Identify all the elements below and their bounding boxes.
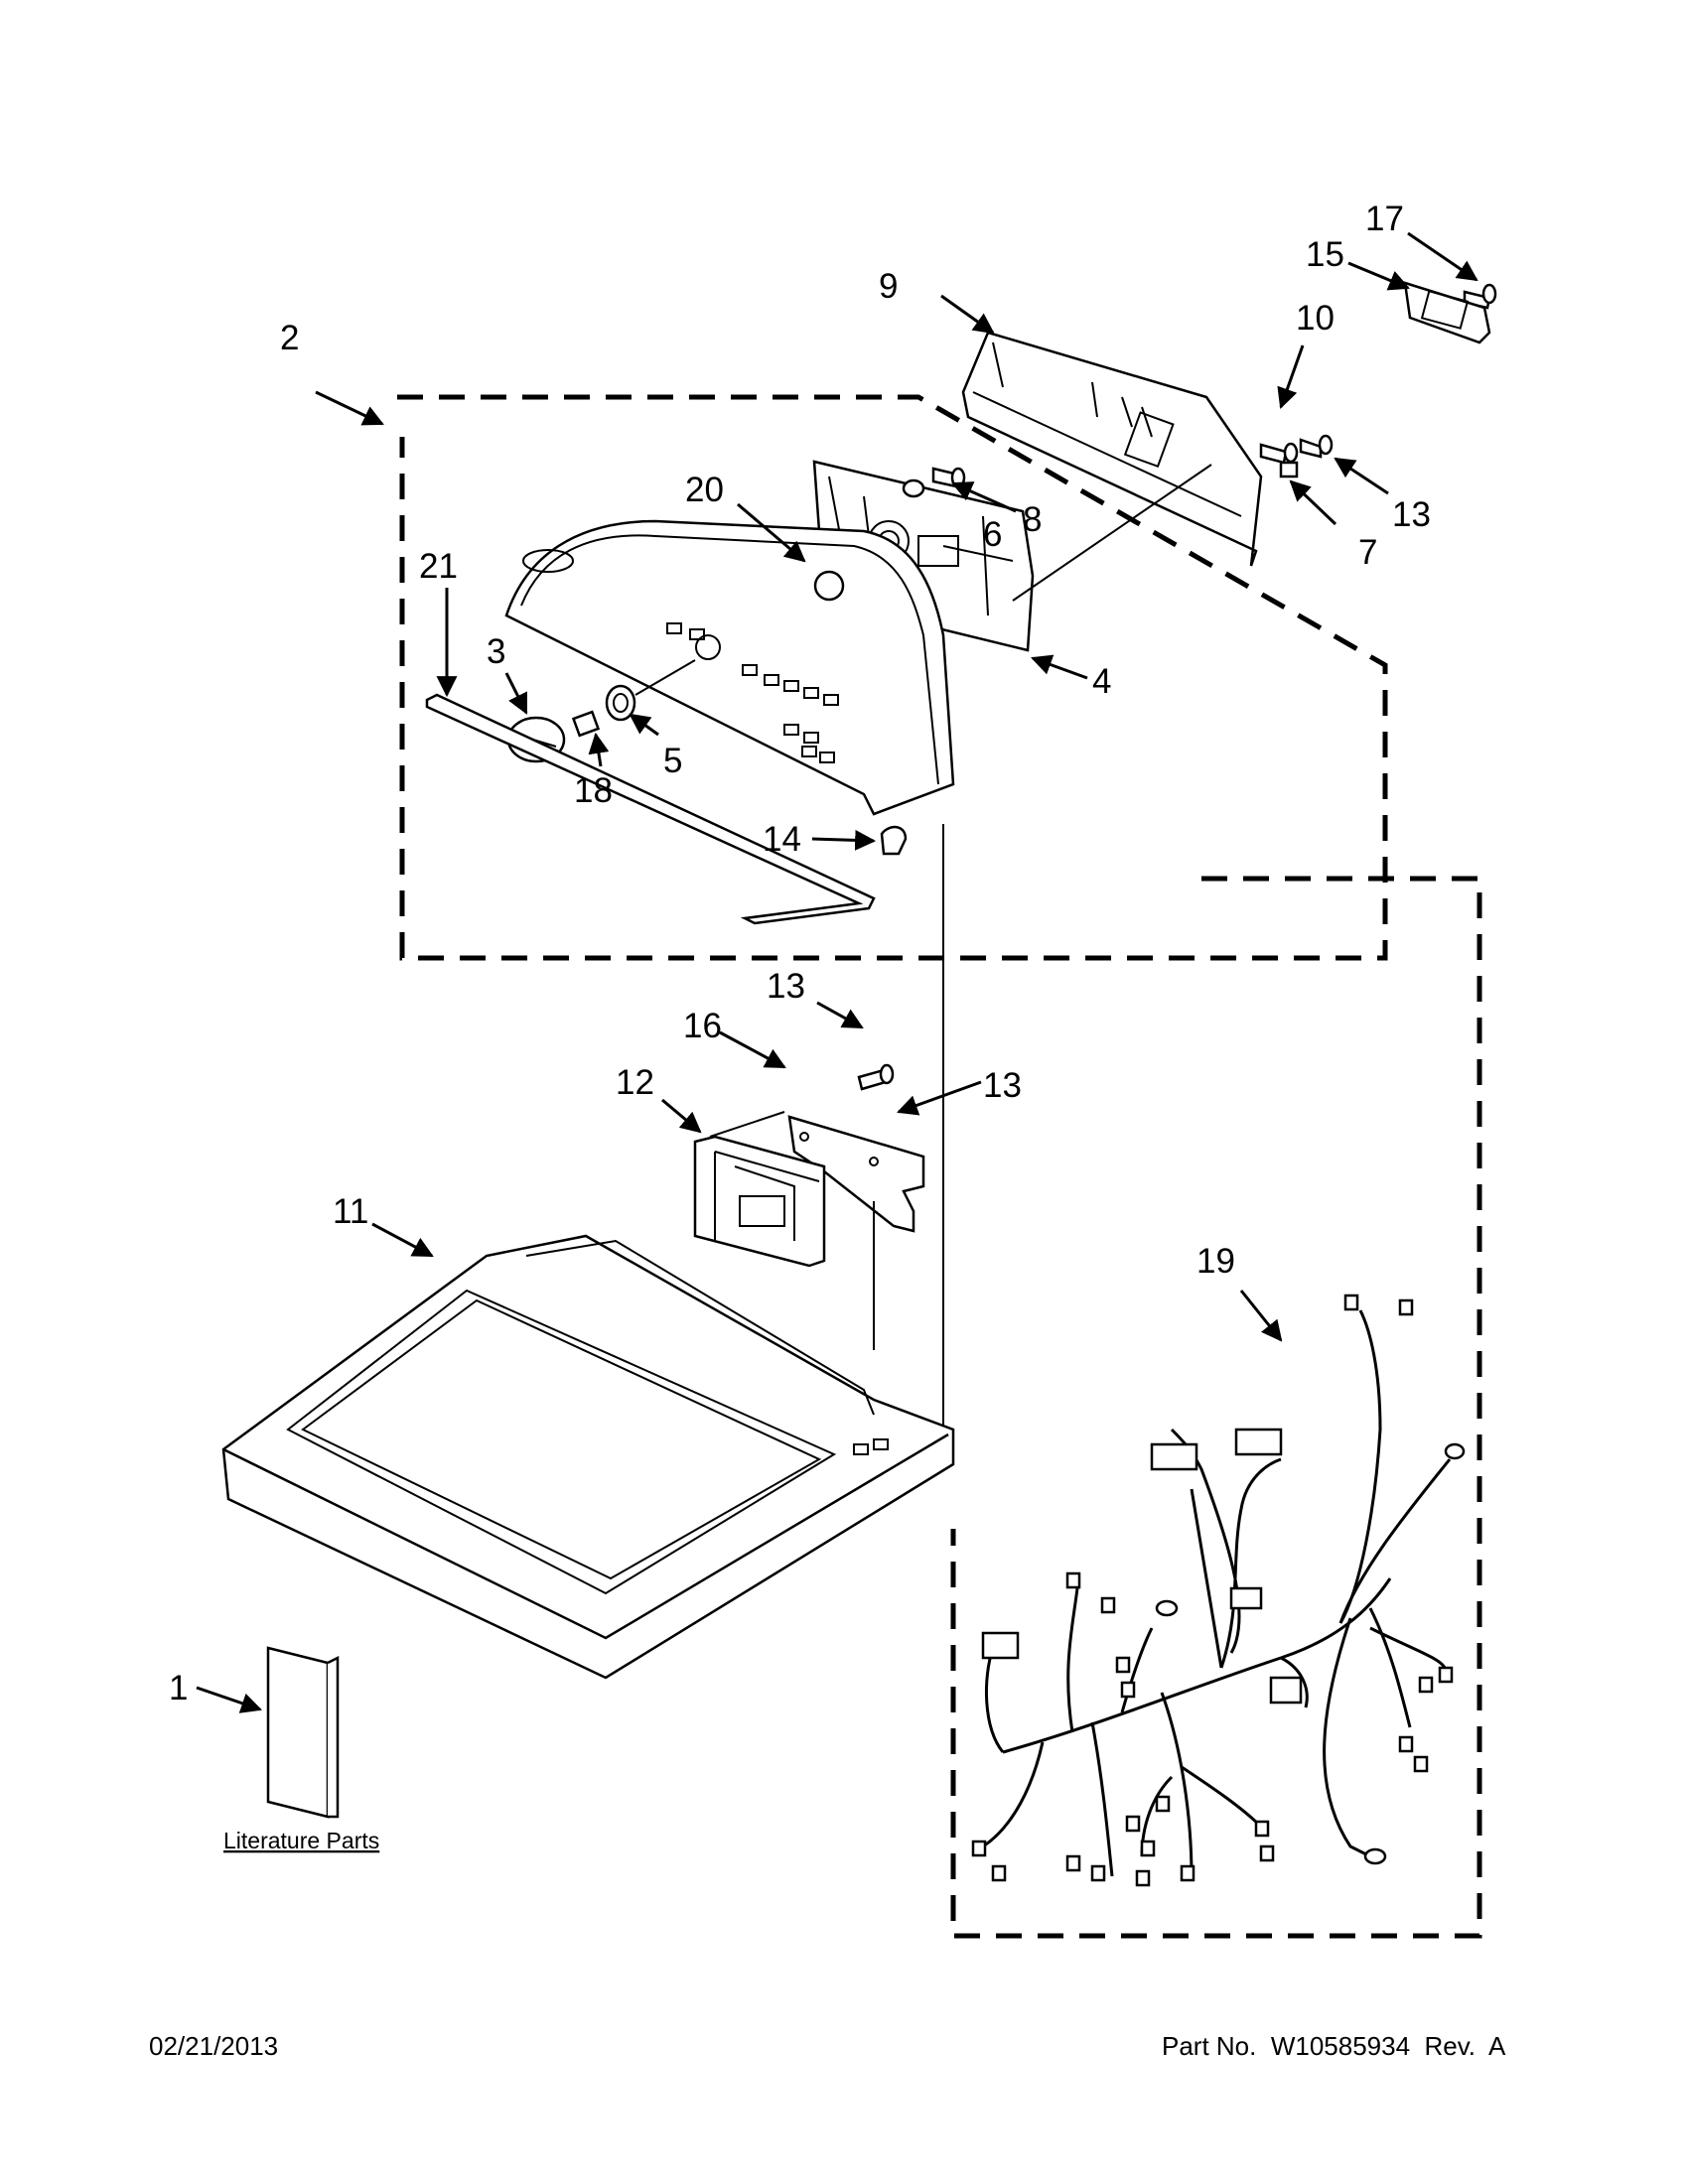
- callout-14: 14: [763, 820, 801, 859]
- callout-9: 9: [879, 267, 898, 306]
- nut: [902, 478, 925, 498]
- callout-19: 19: [1196, 1242, 1235, 1281]
- screw: [857, 1063, 895, 1091]
- callout-12: 12: [616, 1063, 654, 1102]
- console-trim-strip: [425, 693, 876, 925]
- callout-13a: 13: [1392, 495, 1431, 534]
- callout-5: 5: [663, 742, 682, 780]
- clip: [880, 825, 908, 856]
- literature-booklet: [266, 1646, 340, 1819]
- callout-17: 17: [1365, 200, 1404, 238]
- console-housing: [504, 519, 955, 816]
- wire-harness: [971, 1294, 1466, 1887]
- footer-date: 02/21/2013: [149, 2031, 278, 2061]
- callout-16: 16: [683, 1007, 722, 1045]
- console-buttons: [666, 622, 839, 763]
- callout-11: 11: [333, 1192, 368, 1231]
- footer-part-number: Part No. W10585934 Rev. A: [1162, 2031, 1506, 2061]
- callout-21: 21: [419, 547, 458, 586]
- control-module: [693, 1135, 826, 1268]
- assembly-line-knob: [634, 659, 696, 696]
- encoder-ring: [605, 684, 636, 722]
- clip: [1279, 461, 1299, 478]
- screw: [931, 467, 966, 488]
- leader-arrows: [196, 231, 1478, 1713]
- wire-harness-boundary: [950, 876, 1482, 1939]
- callout-1: 1: [169, 1669, 188, 1707]
- callout-13c: 13: [983, 1066, 1022, 1105]
- callout-13b: 13: [767, 967, 805, 1006]
- literature-parts-label: Literature Parts: [223, 1828, 379, 1853]
- callout-15: 15: [1306, 235, 1344, 274]
- screw: [1259, 442, 1299, 465]
- screw: [1299, 434, 1334, 459]
- callout-20: 20: [685, 471, 724, 509]
- callout-8: 8: [1023, 500, 1042, 539]
- callout-18: 18: [574, 771, 613, 810]
- dryer-top-panel: [221, 1234, 955, 1680]
- lens: [813, 570, 845, 602]
- callout-7: 7: [1358, 533, 1377, 572]
- callout-10: 10: [1296, 299, 1335, 338]
- callout-6: 6: [983, 515, 1002, 554]
- shaft-adapter: [571, 710, 601, 738]
- callout-4: 4: [1092, 662, 1111, 701]
- console-back-panel: [961, 331, 1263, 567]
- console-assembly-boundary: [397, 394, 1388, 961]
- callout-2: 2: [280, 319, 299, 357]
- callout-3: 3: [487, 632, 505, 671]
- bracket: [1403, 281, 1491, 344]
- assembly-line: [709, 1111, 785, 1138]
- assembly-line: [1012, 464, 1212, 602]
